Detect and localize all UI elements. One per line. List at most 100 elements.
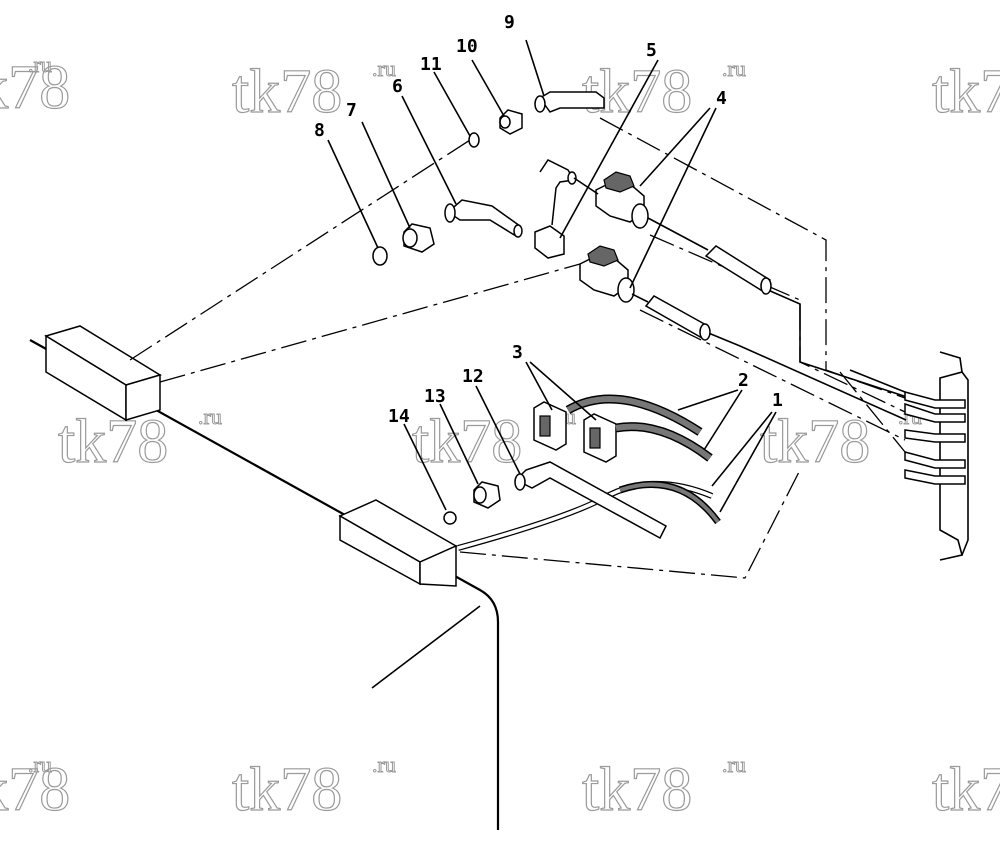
- valve-upper-outlet: [631, 203, 649, 229]
- watermark-sup: .ru: [722, 752, 746, 777]
- tube-upper: [767, 289, 911, 399]
- leader-7: [361, 121, 411, 229]
- leader-lines: [327, 39, 777, 513]
- leader-14: [403, 423, 447, 511]
- mount-box-side-face: [125, 373, 161, 422]
- leader-4b: [629, 107, 717, 289]
- callout-3: 3: [512, 342, 523, 363]
- watermark-sup: .ru: [722, 56, 746, 81]
- watermark-bottom-far-right: tk78: [931, 755, 1000, 824]
- bent-tube-6-end: [444, 203, 456, 223]
- watermark-sup: .ru: [28, 752, 52, 777]
- callout-9: 9: [504, 12, 515, 33]
- callout-6: 6: [392, 76, 403, 97]
- watermark-mid-right: tk78 .ru: [759, 404, 922, 477]
- watermark-text: tk78: [932, 58, 1000, 126]
- fitting: [904, 429, 966, 443]
- route-line-9: [599, 117, 906, 399]
- watermark-sup: .ru: [198, 404, 222, 429]
- connector-left-pins: [539, 415, 551, 437]
- callout-12: 12: [462, 366, 484, 387]
- callout-5: 5: [646, 40, 657, 61]
- watermark-top-far-right: tk78: [931, 57, 1000, 126]
- elbow-tube-9: [538, 91, 605, 113]
- elbow-tube-12-end: [514, 473, 526, 491]
- leader-9: [525, 39, 545, 97]
- watermark-text: tk78: [232, 58, 342, 126]
- harness-wire-lower: [615, 423, 712, 461]
- route-line-lower-loop: [459, 469, 801, 579]
- leader-8: [327, 139, 379, 249]
- tee-top-end: [567, 171, 577, 185]
- fitting: [904, 469, 966, 485]
- hose-lower-end: [699, 323, 711, 341]
- part-14-o-ring: [443, 511, 457, 525]
- part-5-tee: [534, 159, 577, 259]
- part-13-nut: [473, 481, 501, 509]
- watermark-text: tk78: [0, 54, 70, 122]
- callout-14: 14: [388, 406, 410, 427]
- bent-tube-6: [446, 199, 521, 238]
- leader-1a: [711, 411, 773, 487]
- part-3-connectors: [533, 401, 617, 463]
- callout-7: 7: [346, 100, 357, 121]
- part-9-elbow: [534, 91, 605, 113]
- watermark-top-left: tk78 .ru: [0, 52, 71, 123]
- watermark-top-right: tk78 .ru: [581, 56, 746, 127]
- watermark-text: tk78: [412, 408, 522, 476]
- valve-lower-cap: [587, 245, 619, 267]
- part-4-valve-lower: [579, 245, 635, 303]
- part-2-harness: [565, 394, 713, 462]
- fitting: [904, 451, 966, 469]
- callout-1: 1: [772, 390, 783, 411]
- watermark-text: tk78: [582, 756, 692, 824]
- bulkhead-fittings: [904, 391, 966, 485]
- fitting: [904, 391, 966, 409]
- nut-10-face: [499, 115, 511, 129]
- tee-body: [534, 225, 565, 259]
- part-7-nut: [402, 223, 435, 253]
- bulkhead-tubes: [705, 289, 966, 485]
- callout-8: 8: [314, 120, 325, 141]
- callout-13: 13: [424, 386, 446, 407]
- watermark-text: tk78: [58, 408, 168, 476]
- part-12-elbow: [514, 461, 667, 540]
- bent-tube-6-end2: [513, 224, 523, 238]
- part-11-o-ring: [468, 132, 480, 148]
- harness-wire-upper: [566, 396, 702, 435]
- valve-upper-inlet-line: [573, 177, 599, 195]
- connector-right-pins: [589, 427, 601, 449]
- watermark-sup: .ru: [372, 752, 396, 777]
- leader-5: [559, 59, 659, 239]
- unit-housing: [29, 325, 500, 830]
- watermarks: tk78 .ru tk78 .ru tk78 .ru tk78 tk78 .ru…: [0, 52, 1000, 825]
- watermark-sup: .ru: [28, 52, 52, 77]
- elbow-tube-9-end: [534, 95, 546, 113]
- hose-upper-end: [760, 277, 772, 295]
- elbow-tube-12: [514, 461, 667, 540]
- tube-1b: [619, 482, 720, 524]
- valve-tube-upper-line: [647, 217, 709, 251]
- watermark-text: tk78: [760, 408, 870, 476]
- route-line-lower: [159, 263, 581, 383]
- callout-11: 11: [420, 54, 442, 75]
- watermark-bottom-left: tk78 .ru: [0, 752, 71, 825]
- callout-4: 4: [716, 88, 727, 109]
- callout-labels: 9 10 11 6 7 8 5 4 3 2 1 12 13 14: [314, 12, 783, 427]
- route-line-upper: [129, 139, 471, 361]
- part-6-tube: [444, 199, 523, 238]
- part-8-o-ring: [372, 246, 388, 266]
- leader-3a: [525, 361, 553, 411]
- nut-7-face: [402, 228, 418, 248]
- watermark-text: tk78: [232, 756, 342, 824]
- fitting: [904, 402, 966, 423]
- valve-tubes: [631, 217, 772, 341]
- bulkhead-side: [961, 371, 969, 556]
- leader-4a: [639, 107, 711, 187]
- callout-2: 2: [738, 370, 749, 391]
- tube-top: [849, 369, 906, 393]
- bulkhead-outline: [939, 351, 963, 561]
- route-line-bulkhead: [839, 371, 906, 453]
